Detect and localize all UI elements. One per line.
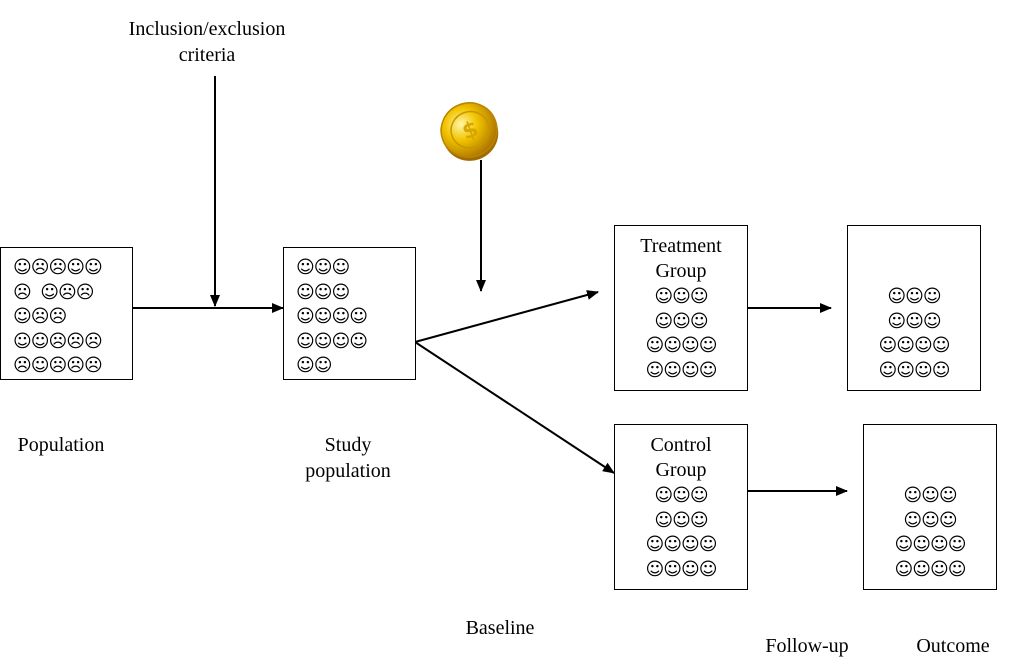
population-faces: ☺☹☹☺☺ ☹ ☺☹☹ ☺☹☹ ☺☺☹☹☹ ☹☺☹☹☹ <box>13 256 103 379</box>
face-row: ☺☺☺ <box>654 485 708 506</box>
criteria-label-line2: criteria <box>178 44 236 66</box>
treatment-title-line2: Group <box>655 260 707 282</box>
face-row: ☺☺☺☺ <box>645 534 717 555</box>
face-row: ☺☺☺ <box>296 281 350 303</box>
treatment-group-box: Treatment Group ☺☺☺ ☺☺☺ ☺☺☺☺ ☺☺☺☺ <box>614 225 748 391</box>
criteria-label-line1: Inclusion/exclusion <box>128 18 286 40</box>
control-title-line1: Control <box>650 434 712 456</box>
outcome-label: Outcome <box>916 635 990 657</box>
face-row: ☺☺☺ <box>903 485 957 506</box>
face-row: ☺☺☺☺ <box>645 335 717 356</box>
face-row: ☺☺☺ <box>654 286 708 307</box>
control-outcome-faces: ☺☺☺ ☺☺☺ ☺☺☺☺ ☺☺☺☺ <box>864 484 996 582</box>
control-faces: ☺☺☺ ☺☺☺ ☺☺☺☺ ☺☺☺☺ <box>615 484 747 582</box>
treatment-title-line1: Treatment <box>640 235 722 257</box>
study-population-label: Study population <box>273 432 423 484</box>
face-row: ☹☺☹☹☹ <box>13 355 103 376</box>
face-row: ☺☺☺☺ <box>296 306 368 327</box>
face-row: ☺☺☺ <box>296 257 350 278</box>
face-row: ☺☺☹☹☹ <box>13 330 103 352</box>
control-outcome-box: ☺☺☺ ☺☺☺ ☺☺☺☺ ☺☺☺☺ <box>863 424 997 590</box>
control-group-title: Control Group <box>615 433 747 483</box>
population-box: ☺☹☹☺☺ ☹ ☺☹☹ ☺☹☹ ☺☺☹☹☹ ☹☺☹☹☹ <box>0 247 133 380</box>
baseline-label: Baseline <box>465 617 535 639</box>
criteria-label: Inclusion/exclusion criteria <box>107 16 307 68</box>
treatment-group-title: Treatment Group <box>615 234 747 284</box>
face-row: ☺☺☺☺ <box>878 335 950 356</box>
face-row: ☺☺☺ <box>887 286 941 307</box>
face-row: ☺☺☺ <box>654 509 708 531</box>
study-label-line1: Study <box>324 434 372 456</box>
study-population-box: ☺☺☺ ☺☺☺ ☺☺☺☺ ☺☺☺☺ ☺☺ <box>283 247 416 380</box>
face-row: ☺☺☺☺ <box>894 558 966 580</box>
treatment-faces: ☺☺☺ ☺☺☺ ☺☺☺☺ ☺☺☺☺ <box>615 285 747 383</box>
control-title-line2: Group <box>655 459 707 481</box>
study-label-line2: population <box>305 460 391 482</box>
face-row: ☺☺☺☺ <box>878 359 950 381</box>
study-faces: ☺☺☺ ☺☺☺ ☺☺☺☺ ☺☺☺☺ ☺☺ <box>296 256 368 379</box>
face-row: ☹ ☺☹☹ <box>13 281 95 303</box>
study-to-treatment-arrow <box>414 290 599 343</box>
face-row: ☺☺☺☺ <box>296 330 368 352</box>
treatment-outcome-box: ☺☺☺ ☺☺☺ ☺☺☺☺ ☺☺☺☺ <box>847 225 981 391</box>
face-row: ☺☺☺ <box>887 310 941 332</box>
face-row: ☺☺ <box>296 355 333 376</box>
study-to-control-arrow <box>414 341 615 474</box>
face-row: ☺☺☺ <box>654 310 708 332</box>
face-row: ☺☺☺☺ <box>645 558 717 580</box>
follow-up-label: Follow-up <box>765 635 849 657</box>
gold-coin-icon: $ <box>440 102 499 161</box>
control-group-box: Control Group ☺☺☺ ☺☺☺ ☺☺☺☺ ☺☺☺☺ <box>614 424 748 590</box>
face-row: ☺☺☺ <box>903 509 957 531</box>
face-row: ☺☺☺☺ <box>645 359 717 381</box>
face-row: ☺☹☹☺☺ <box>13 257 103 278</box>
face-row: ☺☺☺☺ <box>894 534 966 555</box>
treatment-outcome-faces: ☺☺☺ ☺☺☺ ☺☺☺☺ ☺☺☺☺ <box>848 285 980 383</box>
face-row: ☺☹☹ <box>13 306 67 327</box>
population-label: Population <box>17 434 105 456</box>
